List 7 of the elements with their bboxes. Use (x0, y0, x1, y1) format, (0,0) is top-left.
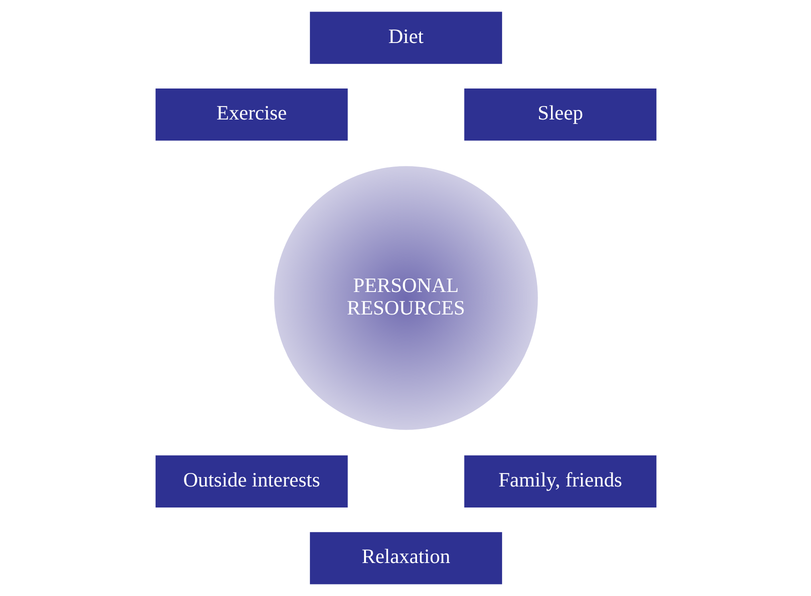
node-circle: PERSONAL RESOURCES (272, 165, 538, 431)
node-box: Sleep (464, 88, 656, 141)
node-box: Diet (309, 12, 502, 64)
node-box: Outside interests (155, 455, 348, 508)
node-box: Exercise (155, 88, 348, 141)
node-box: Family, friends (464, 455, 656, 508)
node-box: Relaxation (309, 532, 502, 584)
